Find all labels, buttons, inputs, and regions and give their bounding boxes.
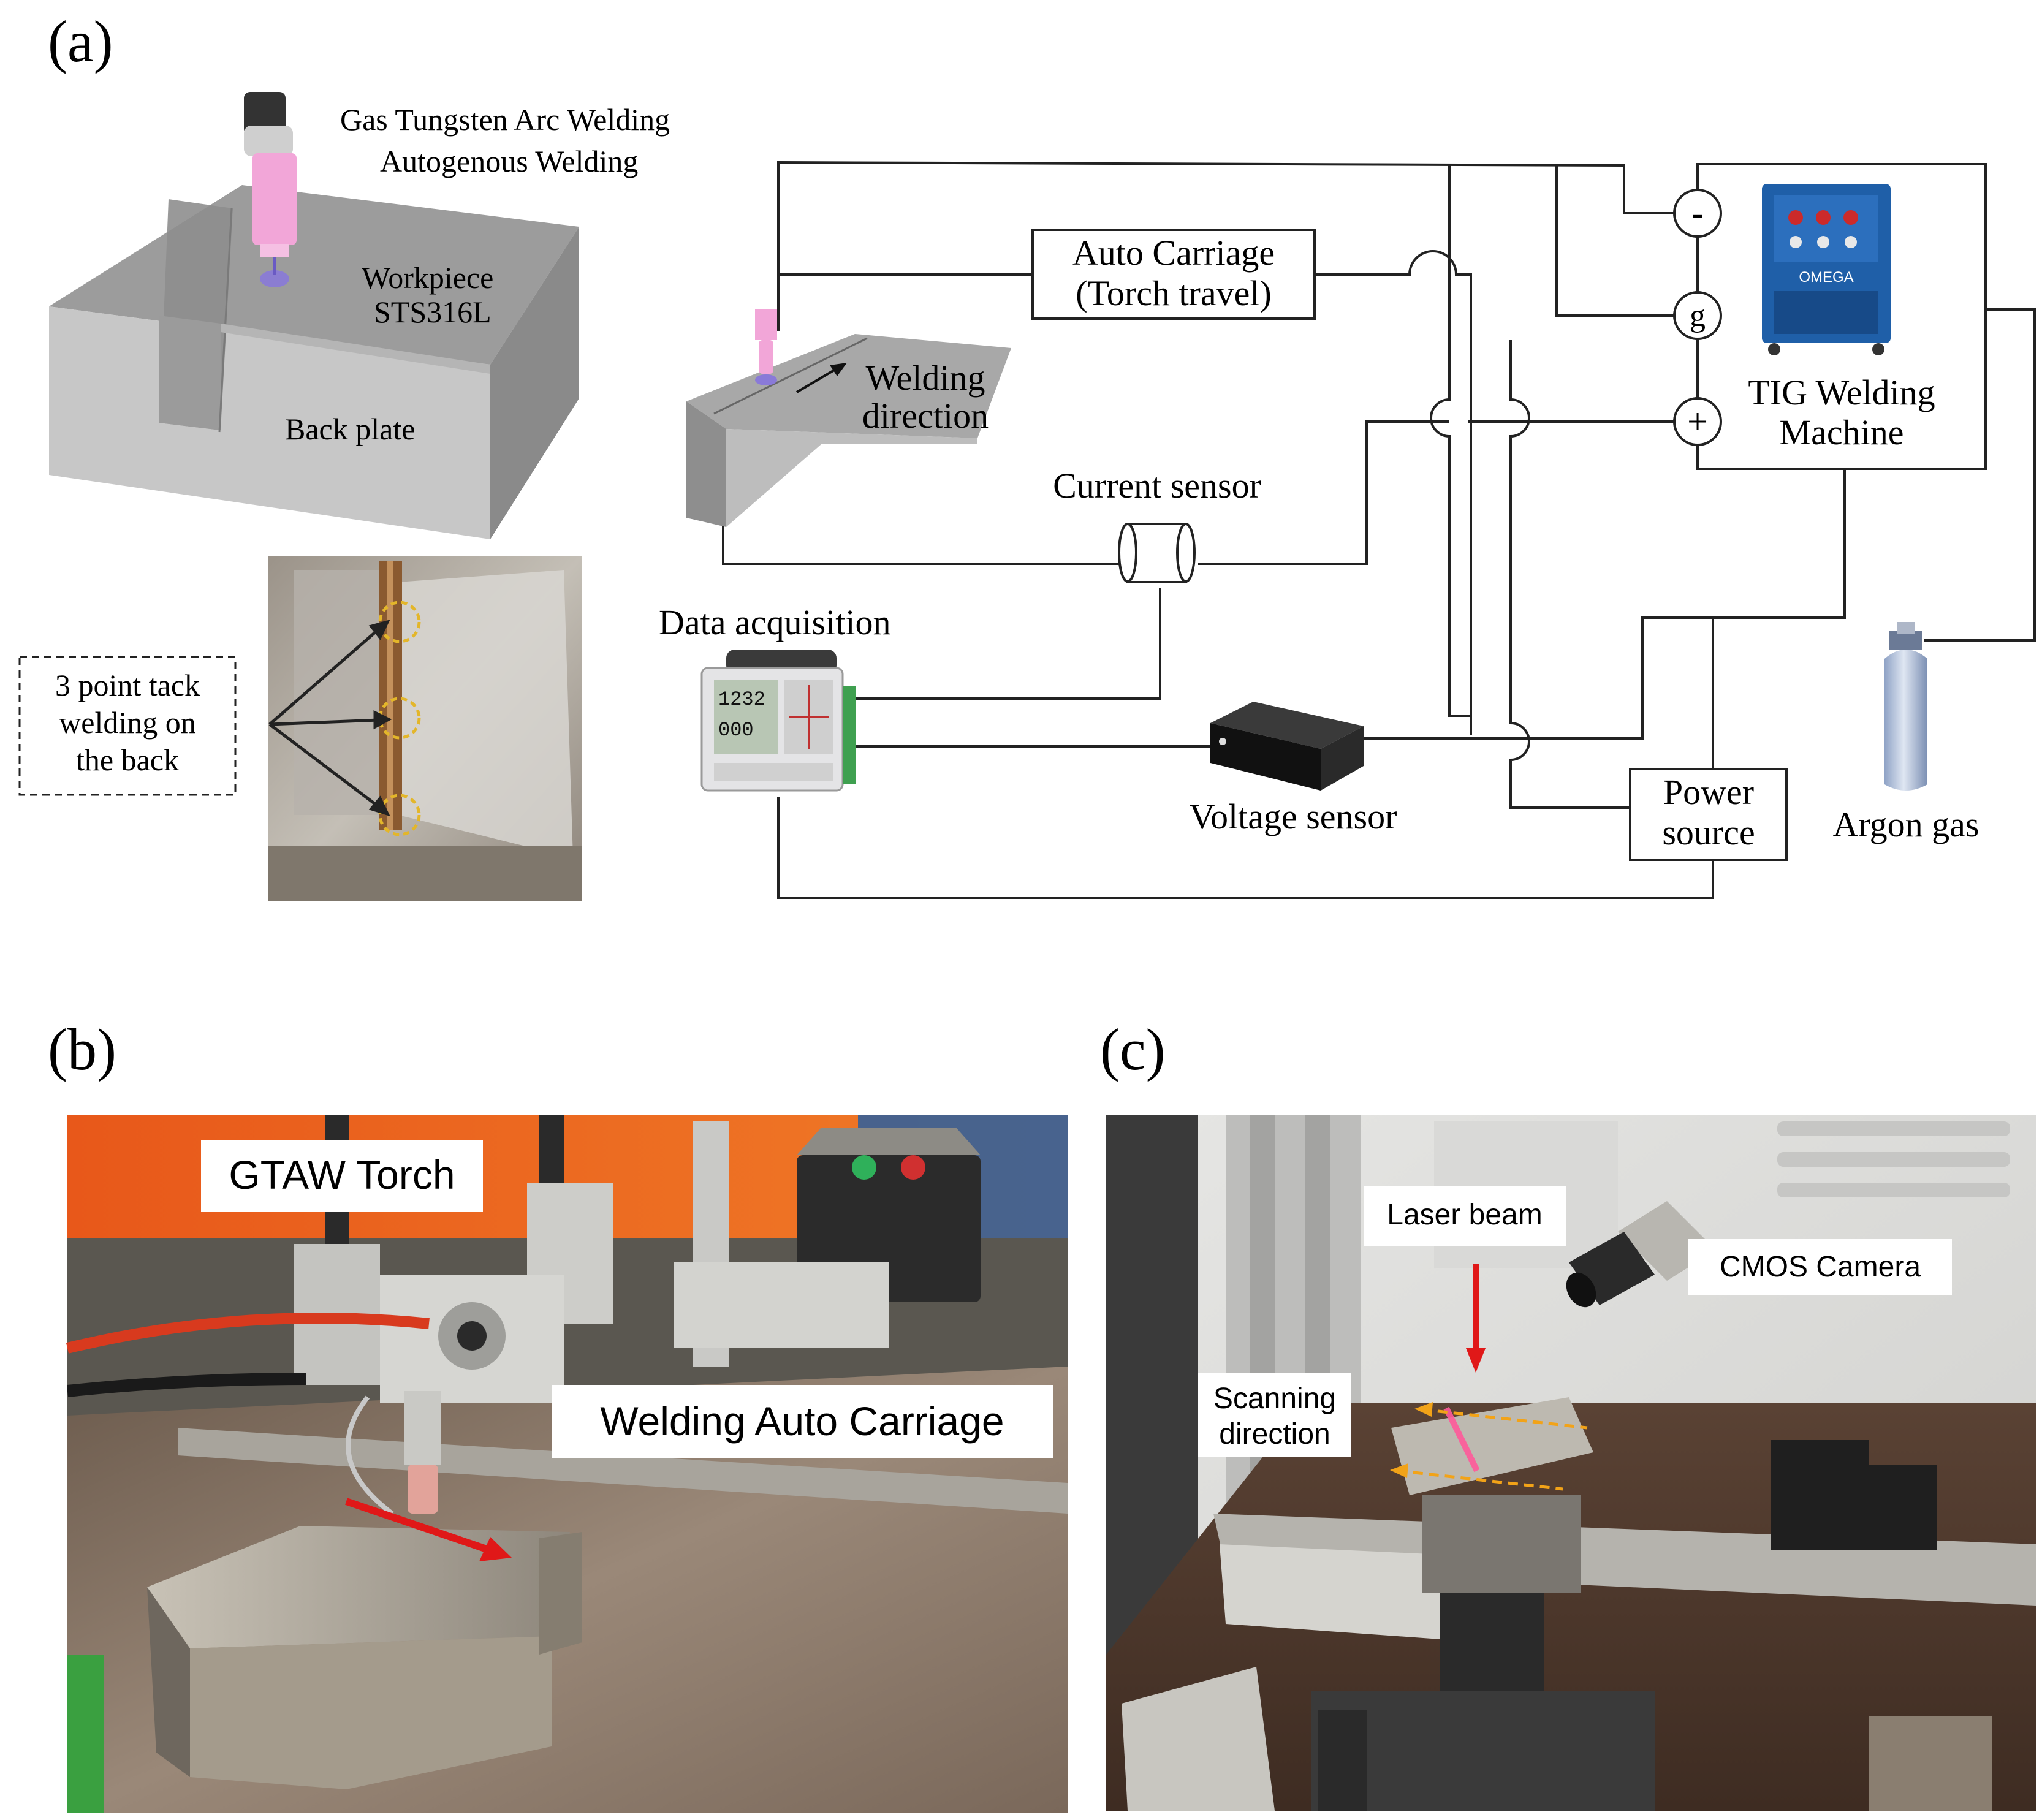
gtaw-torch-label: GTAW Torch [229,1152,455,1197]
welding-auto-carriage-label-box [552,1385,1053,1458]
scanning-direction-label-box [1198,1373,1351,1457]
tig-machine-label-line2: Machine [1780,412,1904,452]
scanning-direction-label-line1: Scanning [1213,1382,1336,1415]
tack-point-2-marker [378,697,421,740]
cmos-camera-label-box [1688,1239,1952,1295]
terminal-minus-symbol: - [1692,194,1704,232]
daq-display-1: 1232 [718,688,765,711]
terminal-plus-symbol: + [1687,401,1708,442]
tack-point-1-marker [378,601,421,643]
power-source-label-line2: source [1662,813,1755,852]
tig-machine-label-line1: TIG Welding [1748,373,1935,412]
auto-carriage-label-line2: (Torch travel) [1076,273,1272,313]
tack-label-box [18,656,237,796]
wiring-lines [722,161,2036,899]
tack-point-3-marker [378,794,421,836]
current-sensor-label: Current sensor [1053,466,1261,506]
tack-welding-photo [268,556,582,901]
laser-beam-label-box [1364,1186,1566,1246]
voltage-sensor-label: Voltage sensor [1190,797,1397,836]
welding-direction-label-line1: Welding [865,358,985,398]
tack-pointer-arrows [268,620,392,817]
machine-brand-text: OMEGA [1799,269,1853,286]
tack-label-line2: welding on [59,705,196,740]
panel-a-label: (a) [48,9,113,74]
panel-b-photo [66,1115,1068,1813]
torch-illustration [244,92,297,287]
power-source-label-line1: Power [1663,772,1754,812]
auto-carriage-label-line1: Auto Carriage [1072,233,1275,273]
laser-beam-label: Laser beam [1387,1199,1542,1231]
scanning-direction-label-line2: direction [1219,1418,1330,1450]
voltage-sensor-icon [1210,702,1364,791]
process-label-line2: Autogenous Welding [380,144,638,178]
process-label-line1: Gas Tungsten Arc Welding [340,102,670,137]
argon-gas-label: Argon gas [1833,805,1979,844]
workpiece-label-line1: Workpiece [362,260,493,295]
panel-c-photo [1106,1115,2036,1811]
argon-gas-cylinder [1884,622,1927,791]
tig-machine-illustration: OMEGA [1762,184,1891,355]
auto-carriage-box [1031,229,1316,320]
small-workpiece-illustration [686,309,1011,527]
data-acquisition-device: 1232 000 [700,650,856,792]
tack-label-line3: the back [76,743,179,777]
daq-display-2: 000 [718,719,754,741]
cmos-camera-label: CMOS Camera [1720,1251,1921,1283]
panel-b-label: (b) [48,1017,116,1082]
workpiece-block-illustration [49,185,579,539]
terminal-minus [1673,189,1722,238]
terminal-plus [1673,397,1722,446]
data-acquisition-label: Data acquisition [659,602,891,642]
terminal-g-symbol: g [1690,298,1706,333]
back-plate-label: Back plate [285,412,415,446]
welding-direction-label-line2: direction [862,396,989,436]
power-source-box [1629,768,1788,861]
workpiece-label-line2: STS316L [374,295,492,329]
panel-c-label: (c) [1100,1017,1166,1082]
current-sensor-icon [1118,523,1196,583]
welding-auto-carriage-label: Welding Auto Carriage [600,1398,1004,1444]
gtaw-torch-label-box [201,1140,483,1212]
tack-label-line1: 3 point tack [55,668,200,702]
terminal-ground [1673,291,1722,340]
